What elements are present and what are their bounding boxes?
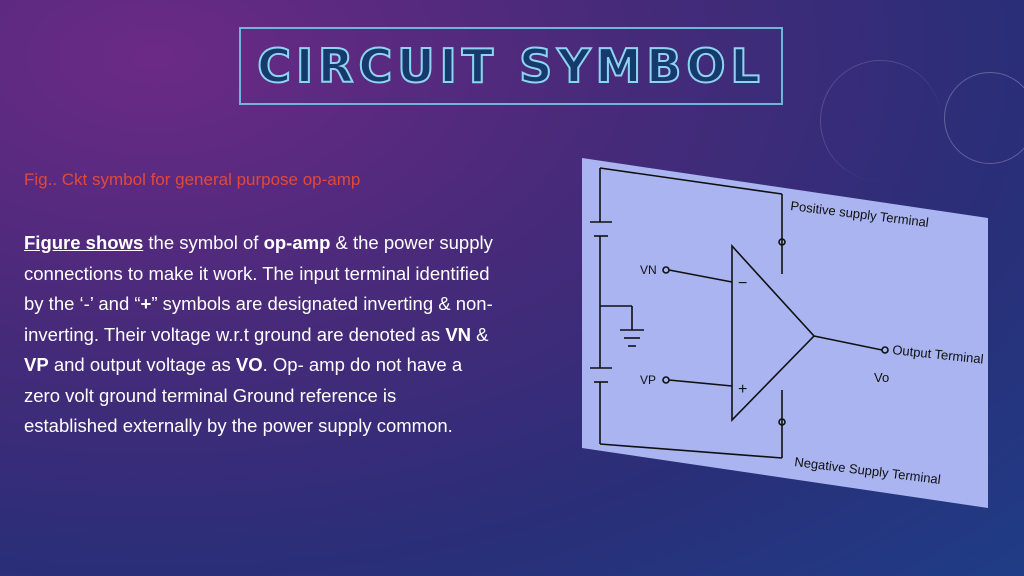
inverting-sign: − bbox=[738, 275, 747, 292]
output-wire bbox=[813, 335, 883, 351]
body-text-part: the symbol of bbox=[143, 232, 264, 253]
op-amp-triangle bbox=[731, 243, 816, 422]
vn-input-wire bbox=[668, 269, 733, 283]
body-text-part: ” symbols are designated inverting & non… bbox=[24, 293, 493, 345]
vo-label: Vo bbox=[874, 370, 889, 385]
output-node bbox=[881, 346, 889, 354]
figure-caption: Fig.. Ckt symbol for general purpose op-… bbox=[24, 170, 361, 189]
positive-terminal-node bbox=[778, 238, 786, 246]
decorative-arc bbox=[820, 60, 941, 181]
body-bold-op-amp: op-amp bbox=[263, 232, 331, 253]
figure-background bbox=[582, 158, 988, 508]
body-bold-vn: VN bbox=[445, 323, 472, 345]
body-paragraph: Figure shows the symbol of op-amp & the … bbox=[24, 228, 494, 442]
decorative-ring bbox=[944, 72, 1024, 164]
title-box: CIRCUIT SYMBOL bbox=[239, 27, 783, 105]
vp-label: VP bbox=[640, 373, 656, 387]
negative-terminal-node bbox=[778, 418, 786, 426]
top-rail-wire bbox=[599, 167, 783, 195]
body-bold-vo: VO bbox=[235, 354, 263, 375]
body-text-part: . Op- amp do not have a zero volt ground… bbox=[24, 354, 463, 436]
body-text-part: and output voltage as bbox=[48, 354, 236, 375]
slide-title: CIRCUIT SYMBOL bbox=[256, 38, 765, 94]
body-bold-vp: VP bbox=[24, 354, 49, 375]
body-bold-plus: + bbox=[140, 293, 152, 314]
body-text-part: & the power supply connections to make i… bbox=[24, 232, 493, 314]
vp-input-wire bbox=[668, 379, 733, 387]
op-amp-circuit-figure: Positive supply Terminal Negative Supply… bbox=[582, 158, 988, 508]
vn-label: VN bbox=[640, 263, 657, 277]
body-bold-figure-shows: Figure shows bbox=[24, 232, 144, 253]
body-text-part: & bbox=[471, 323, 489, 345]
bottom-rail-wire bbox=[599, 443, 783, 459]
non-inverting-sign: + bbox=[738, 381, 747, 398]
